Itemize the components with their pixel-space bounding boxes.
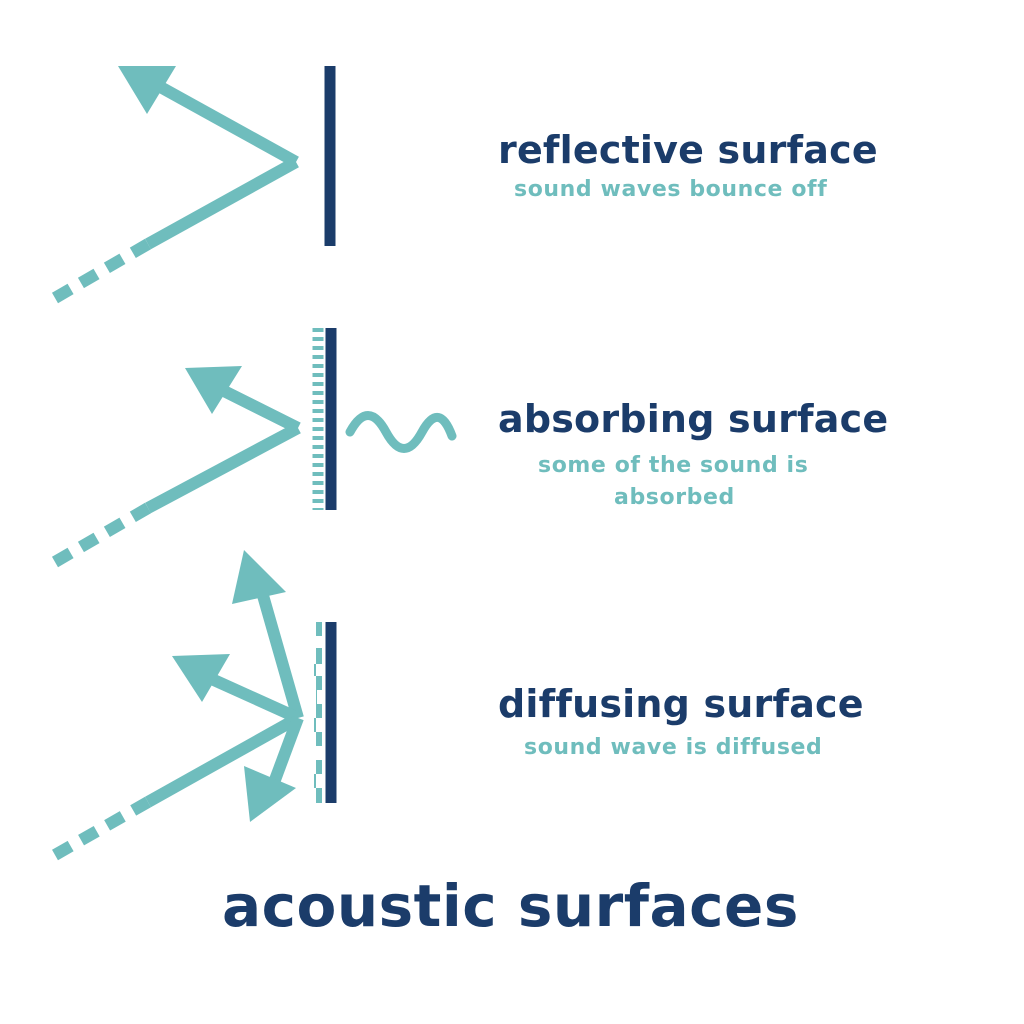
absorbing-incident-ray bbox=[145, 422, 301, 514]
absorbing-subtitle-line2: absorbed bbox=[614, 485, 735, 510]
absorbing-subtitle-line1: some of the sound is bbox=[538, 453, 809, 478]
diffusing-incident-ray bbox=[145, 712, 301, 808]
absorbing-title: absorbing surface bbox=[498, 397, 889, 441]
absorbing-diagram bbox=[51, 328, 457, 568]
diffusing-arrowhead-up-icon bbox=[232, 550, 286, 604]
page-title: acoustic surfaces bbox=[222, 872, 799, 940]
reflective-incident-ray-dashed bbox=[51, 238, 152, 304]
diffusing-subtitle: sound wave is diffused bbox=[524, 735, 823, 760]
diffusing-arrowhead-left-icon bbox=[172, 654, 230, 702]
diffusing-incident-ray-dashed bbox=[52, 796, 151, 861]
reflective-arrowhead-icon bbox=[118, 66, 176, 114]
diffusing-ray-left bbox=[202, 670, 301, 724]
absorbing-incident-ray-dashed bbox=[51, 502, 152, 568]
diffusing-panel-texture bbox=[314, 622, 322, 803]
reflective-reflected-ray bbox=[152, 78, 299, 168]
absorbing-arrowhead-icon bbox=[185, 366, 242, 414]
absorbing-reflected-ray bbox=[219, 384, 301, 434]
reflective-subtitle: sound waves bounce off bbox=[514, 177, 828, 202]
diffusing-arrowhead-down-icon bbox=[244, 766, 296, 822]
diffusing-ray-down bbox=[266, 715, 304, 791]
absorbed-wave-icon bbox=[345, 411, 457, 453]
diffusing-title: diffusing surface bbox=[498, 682, 864, 726]
diffusing-diagram bbox=[52, 550, 337, 861]
reflective-diagram bbox=[51, 66, 336, 304]
reflective-title: reflective surface bbox=[498, 128, 878, 172]
diffusing-ray-up bbox=[256, 590, 304, 720]
reflective-incident-ray bbox=[145, 156, 299, 250]
